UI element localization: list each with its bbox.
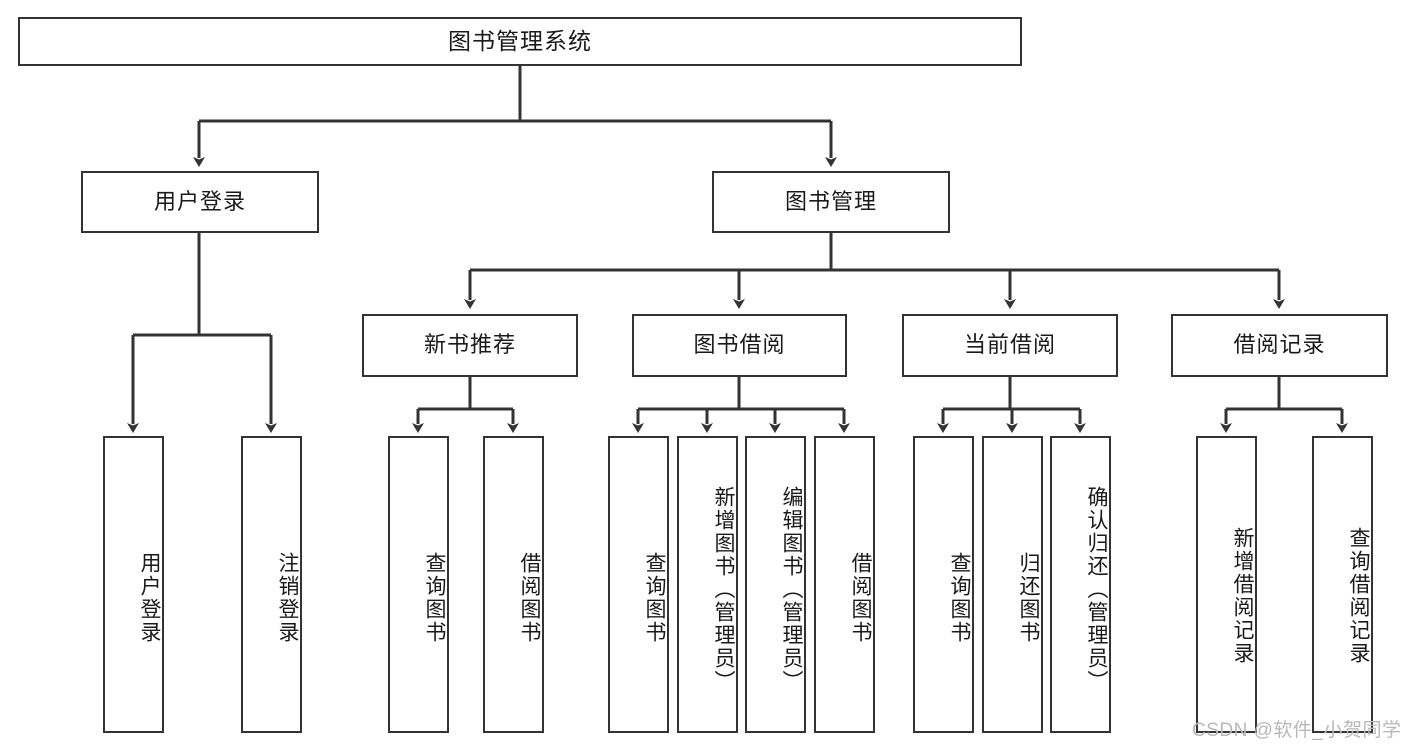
node-borrow-record-label: 借阅记录 xyxy=(1233,332,1326,358)
leaf-borrow-book-2[interactable]: 借阅图书 xyxy=(814,436,875,733)
node-user-login-label: 用户登录 xyxy=(153,188,246,214)
leaf-query-book-1[interactable]: 查询图书 xyxy=(388,436,449,733)
node-root-system[interactable]: 图书管理系统 xyxy=(18,17,1022,66)
watermark-text: CSDN @软件_小贺同学 xyxy=(1192,720,1402,741)
leaf-borrow-book-1[interactable]: 借阅图书 xyxy=(483,436,544,733)
node-book-borrow-label: 图书借阅 xyxy=(693,332,786,358)
leaf-add-book[interactable]: 新增图书（管理员） xyxy=(677,436,738,733)
leaf-logout-login-label: 注销登录 xyxy=(276,551,299,644)
leaf-edit-book-label: 编辑图书（管理员） xyxy=(780,486,803,693)
leaf-logout-login[interactable]: 注销登录 xyxy=(241,436,302,733)
leaf-return-book[interactable]: 归还图书 xyxy=(982,436,1043,733)
node-user-login[interactable]: 用户登录 xyxy=(81,171,319,233)
node-new-book-recommend[interactable]: 新书推荐 xyxy=(362,314,578,377)
leaf-query-book-2-label: 查询图书 xyxy=(643,551,666,644)
leaf-confirm-return[interactable]: 确认归还（管理员） xyxy=(1050,436,1111,733)
node-borrow-record[interactable]: 借阅记录 xyxy=(1171,314,1388,377)
leaf-user-login[interactable]: 用户登录 xyxy=(103,436,164,733)
leaf-user-login-label: 用户登录 xyxy=(138,551,161,644)
node-current-borrow[interactable]: 当前借阅 xyxy=(902,314,1118,377)
leaf-borrow-book-1-label: 借阅图书 xyxy=(518,551,541,644)
leaf-add-borrow-record[interactable]: 新增借阅记录 xyxy=(1196,436,1257,733)
leaf-edit-book[interactable]: 编辑图书（管理员） xyxy=(745,436,806,733)
node-book-management-label: 图书管理 xyxy=(784,188,877,214)
leaf-confirm-return-label: 确认归还（管理员） xyxy=(1085,486,1108,693)
leaf-add-borrow-record-label: 新增借阅记录 xyxy=(1231,526,1254,665)
leaf-query-borrow-record-label: 查询借阅记录 xyxy=(1347,526,1370,665)
leaf-query-book-2[interactable]: 查询图书 xyxy=(608,436,669,733)
node-book-borrow[interactable]: 图书借阅 xyxy=(632,314,847,377)
leaf-query-book-3-label: 查询图书 xyxy=(948,551,971,644)
leaf-query-borrow-record[interactable]: 查询借阅记录 xyxy=(1312,436,1373,733)
leaf-add-book-label: 新增图书（管理员） xyxy=(712,486,735,693)
node-current-borrow-label: 当前借阅 xyxy=(963,332,1056,358)
leaf-query-book-3[interactable]: 查询图书 xyxy=(913,436,974,733)
leaf-query-book-1-label: 查询图书 xyxy=(423,551,446,644)
node-new-book-recommend-label: 新书推荐 xyxy=(423,332,516,358)
node-root-label: 图书管理系统 xyxy=(448,27,592,54)
leaf-return-book-label: 归还图书 xyxy=(1017,551,1040,644)
node-book-management[interactable]: 图书管理 xyxy=(712,171,950,233)
leaf-borrow-book-2-label: 借阅图书 xyxy=(849,551,872,644)
